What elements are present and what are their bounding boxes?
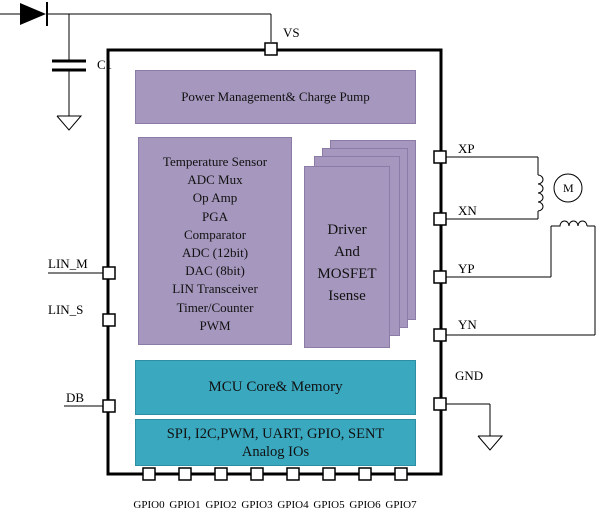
gpio-pin-row: [142, 467, 408, 481]
gpio-pin-4: [286, 467, 300, 481]
pin-vs: [264, 42, 278, 56]
gpio-pin-3: [250, 467, 264, 481]
driver-label-3: Isense: [328, 288, 366, 304]
gpio-pin-2: [214, 467, 228, 481]
pin-yp: [433, 270, 447, 284]
ground-icon-left: [56, 115, 83, 131]
label-lin-m: LIN_M: [48, 256, 88, 271]
label-xn: XN: [458, 203, 477, 218]
analog-feature-2: Op Amp: [192, 190, 238, 206]
gpio-pin-6: [358, 467, 372, 481]
peripheral-io-line-0: SPI, I2C,PWM, UART, GPIO, SENT: [166, 426, 385, 442]
label-c1: C1: [97, 57, 113, 72]
gpio-label-2: GPIO2: [205, 499, 237, 511]
motor-label: M: [563, 181, 574, 195]
analog-feature-8: Timer/Counter: [176, 299, 254, 315]
mcu-core-label: MCU Core& Memory: [208, 379, 343, 395]
label-yn: YN: [458, 317, 477, 332]
pin-yn: [433, 328, 447, 342]
pin-lin-s: [102, 313, 116, 327]
gpio-label-7: GPIO7: [385, 499, 417, 511]
gpio-label-6: GPIO6: [349, 499, 381, 511]
pin-db: [102, 399, 116, 413]
analog-feature-9: PWM: [199, 317, 231, 333]
motor-icon: [553, 173, 583, 203]
label-xp: XP: [458, 141, 475, 156]
capacitor-icon: [52, 59, 86, 72]
analog-feature-3: PGA: [201, 208, 228, 224]
gpio-pin-5: [322, 467, 336, 481]
power-management-label: Power Management& Charge Pump: [181, 89, 370, 104]
pin-xp: [433, 150, 447, 164]
label-lin-s: LIN_S: [48, 302, 84, 317]
gpio-pin-1: [178, 467, 192, 481]
gpio-label-4: GPIO4: [277, 499, 309, 511]
gpio-label-5: GPIO5: [313, 499, 345, 511]
peripheral-io-list: SPI, I2C,PWM, UART, GPIO, SENT Analog IOs: [136, 425, 415, 461]
coil-y-icon: [551, 220, 588, 227]
gpio-pin-0: [142, 467, 156, 481]
peripheral-io-line-1: Analog IOs: [241, 444, 310, 460]
diode-icon: [20, 2, 48, 26]
pin-gnd: [433, 397, 447, 411]
analog-feature-5: ADC (12bit): [181, 245, 249, 261]
gpio-label-3: GPIO3: [241, 499, 273, 511]
analog-feature-7: LIN Transceiver: [172, 281, 258, 297]
driver-label-2: MOSFET: [317, 266, 377, 282]
pin-xn: [433, 212, 447, 226]
pin-lin-m: [102, 266, 116, 280]
ground-icon-right: [477, 435, 504, 451]
driver-label-0: Driver: [327, 222, 367, 238]
power-management-block: Power Management& Charge Pump: [135, 70, 416, 124]
coil-x-icon: [537, 174, 544, 212]
analog-feature-0: Temperature Sensor: [162, 154, 268, 169]
label-gnd: GND: [455, 368, 484, 383]
label-vs: VS: [283, 25, 300, 40]
analog-feature-4: Comparator: [183, 226, 247, 242]
analog-feature-6: DAC (8bit): [185, 263, 245, 279]
gpio-label-1: GPIO1: [169, 499, 201, 511]
gpio-label-0: GPIO0: [133, 499, 165, 511]
mcu-core-block: MCU Core& Memory: [135, 360, 416, 415]
driver-label-1: And: [334, 244, 360, 260]
peripheral-io-block: SPI, I2C,PWM, UART, GPIO, SENT Analog IOs: [135, 419, 416, 466]
gpio-pin-7: [394, 467, 408, 481]
label-yp: YP: [458, 261, 475, 276]
analog-feature-1: ADC Mux: [187, 172, 243, 188]
label-db: DB: [66, 390, 85, 405]
